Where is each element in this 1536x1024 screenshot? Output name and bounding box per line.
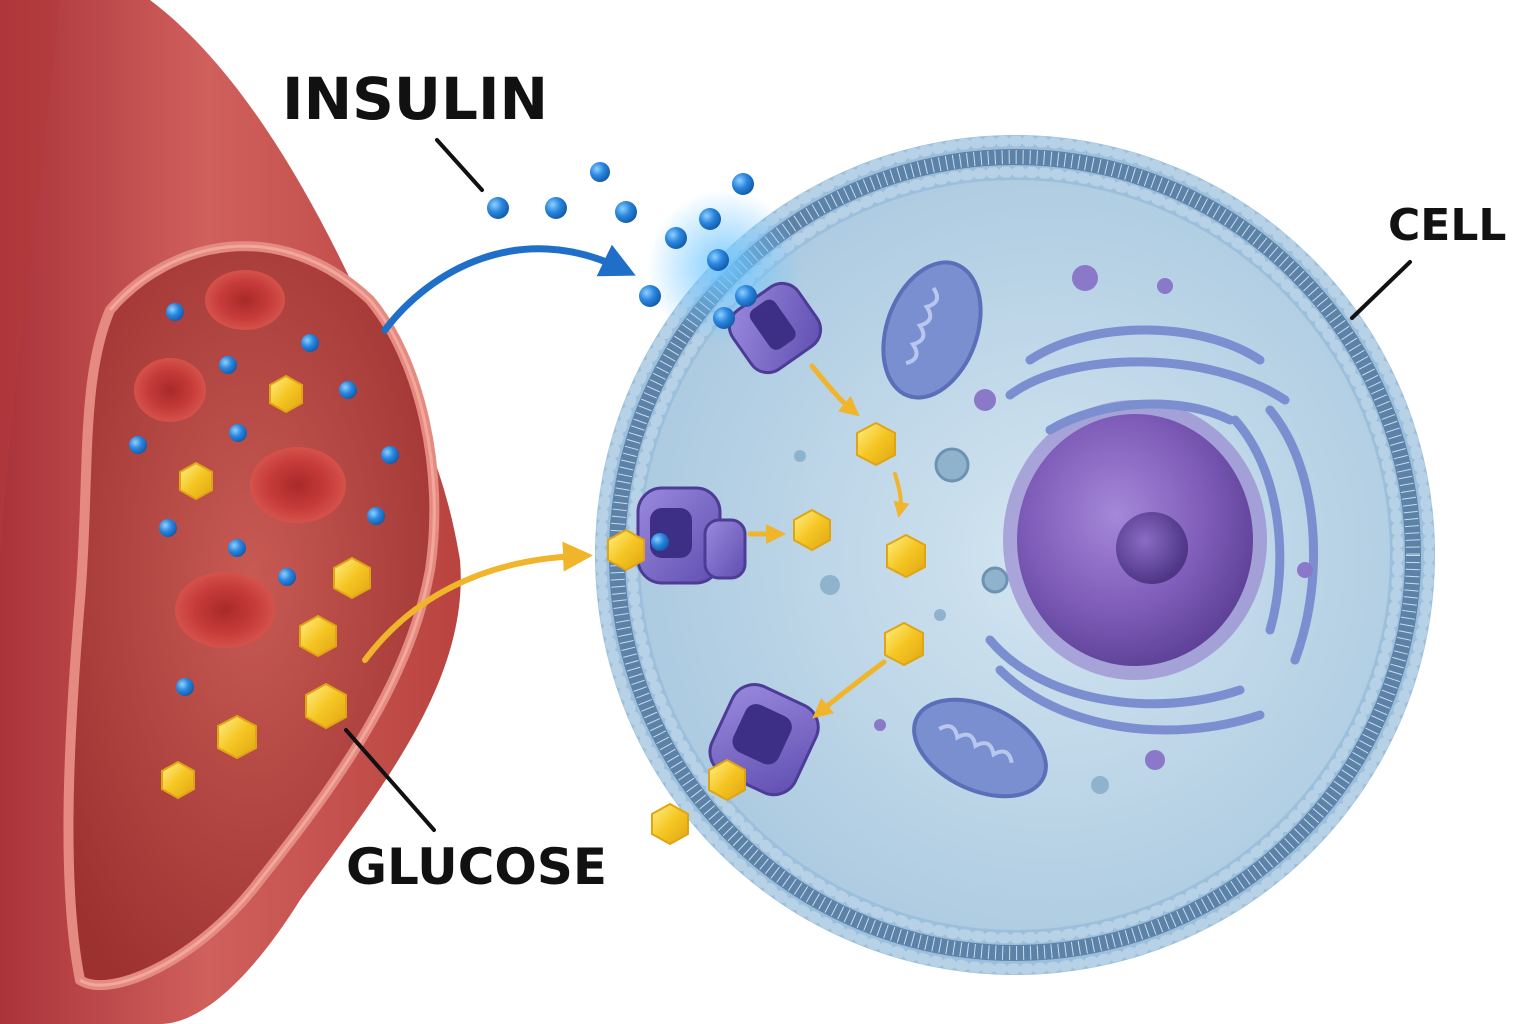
insulin-label: INSULIN [282, 65, 549, 133]
glucose-molecule [708, 758, 746, 802]
insulin-molecule [665, 227, 687, 249]
mitochondrion [881, 260, 983, 400]
insulin-molecule [301, 334, 319, 352]
insulin-molecule [615, 201, 637, 223]
glucose-molecule [305, 682, 347, 730]
red-blood-cell [175, 572, 275, 648]
red-blood-cell [250, 447, 346, 523]
insulin-molecule [229, 424, 247, 442]
insulin-molecule [219, 356, 237, 374]
insulin-molecule [651, 533, 669, 551]
endoplasmic-reticulum [985, 325, 1319, 735]
insulin-molecule [176, 678, 194, 696]
insulin-molecule [545, 197, 567, 219]
glucose-molecule [607, 528, 645, 572]
vessel-outer-wall [0, 0, 60, 560]
glucose-molecule [886, 533, 926, 579]
glucose-flow-arrow [362, 541, 593, 663]
vesicles [794, 265, 1313, 794]
insulin-molecule [639, 285, 661, 307]
vessel-lumen-rim [79, 244, 436, 987]
glucose-molecule [179, 461, 213, 501]
red-blood-cell [205, 270, 285, 330]
cell-label: CELL [1388, 200, 1507, 251]
insulin-flow-arrow [381, 244, 636, 334]
mitochondrion [912, 697, 1048, 799]
insulin-molecule [735, 285, 757, 307]
insulin-molecule [381, 446, 399, 464]
glucose-molecule [161, 760, 195, 800]
insulin-molecule [339, 381, 357, 399]
insulin-molecule [367, 507, 385, 525]
insulin-molecule [278, 568, 296, 586]
insulin-molecule [487, 197, 509, 219]
leader-lines [344, 138, 1412, 832]
glucose-leader-line [344, 728, 436, 832]
glucose-molecule [217, 714, 257, 760]
glucose-molecule [299, 614, 337, 658]
insulin-molecule [707, 249, 729, 271]
receptor-middle [636, 486, 747, 585]
glucose-molecule [651, 802, 689, 846]
insulin-molecule [732, 173, 754, 195]
nucleolus [1116, 512, 1188, 584]
glucose-molecules-cell [607, 421, 926, 846]
glucose-molecule [856, 421, 896, 467]
membrane-tail-lines [610, 150, 1420, 960]
arrows [362, 244, 910, 719]
glucose-internal-arrow [893, 472, 910, 518]
glucose-molecule [269, 374, 303, 414]
glucose-entry-arrow [809, 363, 860, 417]
glucose-label: GLUCOSE [346, 838, 608, 896]
insulin-molecule [699, 208, 721, 230]
insulin-molecule [713, 307, 735, 329]
membrane-dot-ring-outer [595, 135, 1435, 975]
insulin-molecule [129, 436, 147, 454]
glucose-molecule [884, 621, 924, 667]
insulin-molecule [159, 519, 177, 537]
insulin-leader-line [435, 138, 484, 192]
insulin-molecule [166, 303, 184, 321]
insulin-molecules-extracellular [487, 162, 757, 551]
glucose-molecule [333, 556, 371, 600]
insulin-molecule [590, 162, 610, 182]
receptor-top [727, 281, 823, 375]
glucose-molecule [793, 508, 831, 552]
glucose-molecules-blood [161, 374, 371, 800]
cell [595, 135, 1435, 975]
red-blood-cell [134, 358, 206, 422]
insulin-molecules-blood [129, 303, 399, 696]
cell-leader-line [1350, 260, 1412, 320]
red-blood-cells [134, 270, 346, 648]
insulin-molecule [228, 539, 246, 557]
glucose-internal-arrow [812, 659, 887, 719]
